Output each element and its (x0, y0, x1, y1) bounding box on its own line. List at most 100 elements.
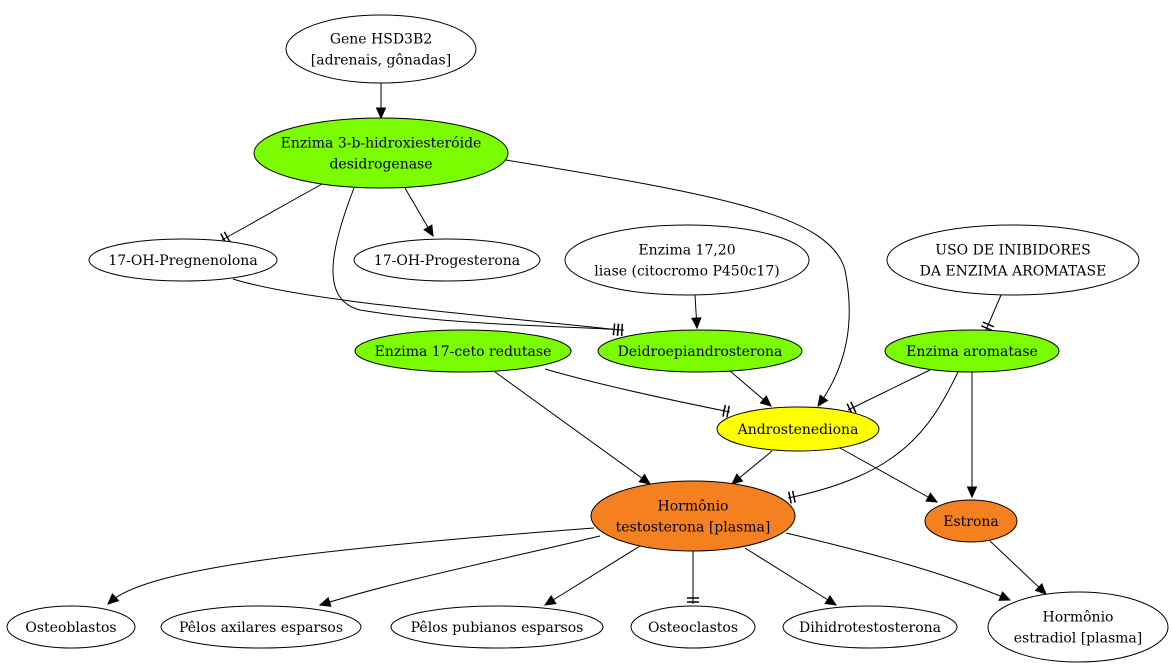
node-label: Enzima aromatase (906, 344, 1038, 360)
node-arom[interactable]: Enzima aromatase (884, 329, 1060, 373)
node-label: Hormônio (1043, 610, 1114, 626)
node-shape (716, 406, 880, 452)
arrowhead-icon (998, 591, 1012, 601)
node-label: Osteoblastos (25, 620, 116, 636)
edge-arom-to-testo (787, 371, 959, 504)
arrowhead-icon (824, 594, 838, 606)
edge-estrona-to-estradiol (989, 540, 1047, 595)
node-label: 17-OH-Pregnenolona (108, 253, 257, 269)
node-label: Enzima 3-b-hidroxiesteróide (281, 136, 482, 152)
node-label: desidrogenase (329, 157, 432, 173)
node-enz1720[interactable]: Enzima 17,20 liase (citocromo P450c17) (564, 224, 810, 296)
arrowhead-icon (1034, 582, 1047, 595)
arrowhead-icon (107, 593, 120, 605)
node-shape (597, 329, 803, 373)
node-shape (564, 224, 810, 296)
node-label: Enzima 17,20 (638, 243, 735, 259)
node-label: Androstenediona (737, 422, 859, 438)
edge-enz3b-to-andro (505, 159, 850, 407)
node-shape (6, 605, 136, 649)
node-label: Dihidrotestosterona (799, 620, 941, 636)
arrowhead-icon (759, 395, 772, 407)
edges-layer (107, 83, 1047, 607)
node-preg[interactable]: 17-OH-Pregnenolona (88, 238, 278, 282)
edge-arom-to-estrona (966, 372, 978, 499)
nodes-layer: Gene HSD3B2 [adrenais, gônadas] Enzima 3-b… (6, 14, 1169, 663)
arrowhead-icon (375, 107, 387, 120)
node-label: Pêlos pubianos esparsos (411, 620, 584, 636)
edge-gene-to-enz3b (375, 83, 387, 120)
node-shape (630, 605, 756, 649)
inhibition-mark-icon (612, 323, 620, 336)
node-shape (590, 480, 796, 552)
node-shape (987, 591, 1169, 663)
edge-testo-to-pub (543, 545, 641, 606)
node-inib[interactable]: USO DE INIBIDORES DA ENZIMA AROMATASE (886, 224, 1140, 296)
edge-andro-to-testo (731, 450, 773, 485)
node-label: Pêlos axilares esparsos (179, 620, 343, 636)
inhibition-mark-icon (787, 490, 796, 504)
arrowhead-icon (691, 317, 702, 330)
node-estrona[interactable]: Estrona (924, 499, 1018, 543)
node-dhea[interactable]: Deidroepiandrosterona (597, 329, 803, 373)
node-axil[interactable]: Pêlos axilares esparsos (160, 605, 362, 649)
arrowhead-icon (925, 492, 939, 503)
node-label: USO DE INIBIDORES (935, 243, 1090, 259)
node-shape (253, 117, 509, 189)
node-shape (285, 14, 477, 84)
node-shape (782, 605, 958, 649)
node-shape (886, 224, 1140, 296)
node-enz3b[interactable]: Enzima 3-b-hidroxiesteróide desidrogenase (253, 117, 509, 189)
edge-ceto-to-testo (494, 371, 651, 485)
edge-preg-to-dhea (232, 278, 621, 336)
node-label: Enzima 17-ceto redutase (375, 344, 552, 360)
node-pub[interactable]: Pêlos pubianos esparsos (390, 605, 604, 649)
edge-testo-to-osteob (107, 527, 595, 605)
inhibition-mark-icon (687, 597, 699, 603)
arrowhead-icon (817, 394, 829, 407)
node-gene[interactable]: Gene HSD3B2 [adrenais, gônadas] (285, 14, 477, 84)
node-label: Estrona (943, 514, 999, 530)
node-shape (160, 605, 362, 649)
edge-enz1720-to-dhea (691, 294, 702, 330)
edge-testo-to-osteoc (687, 551, 699, 604)
node-ceto[interactable]: Enzima 17-ceto redutase (354, 329, 572, 373)
arrowhead-icon (966, 486, 978, 499)
node-shape (354, 329, 572, 373)
inhibition-mark-icon (980, 321, 995, 332)
node-label: testosterona [plasma] (616, 520, 771, 536)
node-dht[interactable]: Dihidrotestosterona (782, 605, 958, 649)
node-label: liase (citocromo P450c17) (594, 264, 779, 280)
node-osteoc[interactable]: Osteoclastos (630, 605, 756, 649)
edge-testo-to-dht (744, 547, 838, 606)
node-label: 17-OH-Progesterona (374, 253, 520, 269)
arrowhead-icon (731, 473, 744, 485)
node-label: DA ENZIMA AROMATASE (920, 264, 1107, 280)
arrowhead-icon (318, 596, 332, 607)
node-shape (390, 605, 604, 649)
node-prog[interactable]: 17-OH-Progesterona (353, 238, 541, 282)
edge-andro-to-estrona (839, 447, 939, 503)
edge-arom-to-andro (846, 369, 931, 415)
edge-inib-to-arom (980, 294, 1002, 332)
edge-enz3b-to-preg (220, 183, 323, 245)
node-label: [adrenais, gônadas] (311, 53, 451, 69)
node-shape (88, 238, 278, 282)
arrowhead-icon (638, 473, 651, 485)
node-label: Deidroepiandrosterona (618, 344, 783, 360)
edge-enz3b-to-prog (404, 187, 434, 238)
node-shape (924, 499, 1018, 543)
node-andro[interactable]: Androstenediona (716, 406, 880, 452)
edge-testo-to-axil (318, 535, 601, 607)
arrowhead-icon (543, 594, 557, 606)
edge-testo-to-estradiol (785, 532, 1012, 601)
node-osteob[interactable]: Osteoblastos (6, 605, 136, 649)
node-label: Gene HSD3B2 (330, 32, 432, 48)
arrowhead-icon (423, 224, 434, 238)
node-shape (884, 329, 1060, 373)
node-label: Osteoclastos (648, 620, 738, 636)
edge-ceto-to-andro (544, 368, 731, 418)
